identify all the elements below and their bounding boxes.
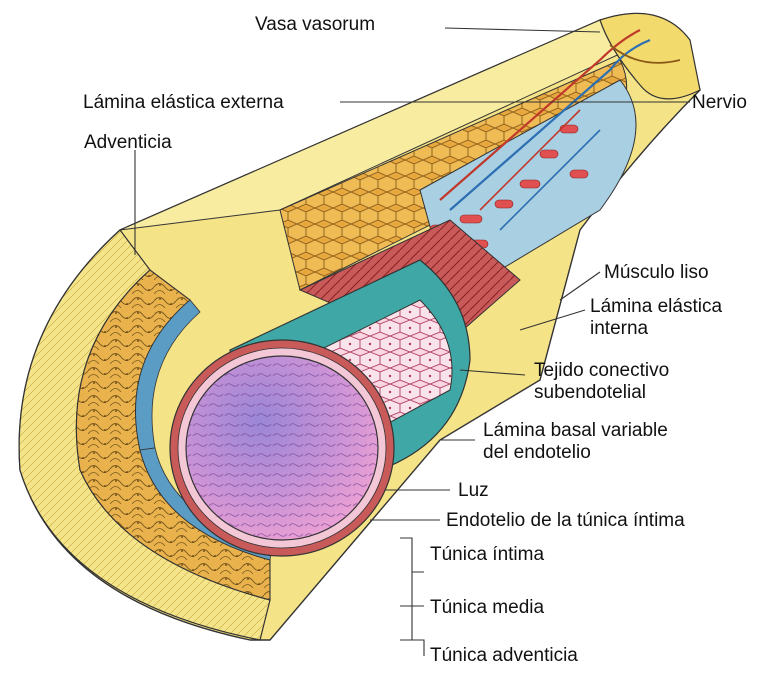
label-tunica-intima: Túnica íntima [430,544,544,565]
label-musculo-liso: Músculo liso [604,262,709,283]
label-tejido-2: subendotelial [534,382,646,403]
label-tunica-adventicia: Túnica adventicia [430,645,578,666]
label-lamina-basal-1: Lámina basal variable [483,420,668,441]
label-lamina-interna-1: Lámina elástica [590,296,722,317]
label-nervio: Nervio [692,92,747,113]
label-endotelio: Endotelio de la túnica íntima [446,510,685,531]
label-vasa-vasorum: Vasa vasorum [255,14,375,35]
lumen [186,356,378,540]
label-lamina-externa: Lámina elástica externa [83,92,284,113]
label-lamina-basal-2: del endotelio [483,442,591,463]
label-tunica-media: Túnica media [430,597,544,618]
label-tejido-1: Tejido conectivo [534,360,669,381]
label-luz: Luz [458,480,489,501]
label-adventicia: Adventicia [84,132,172,153]
label-lamina-interna-2: interna [590,318,648,339]
